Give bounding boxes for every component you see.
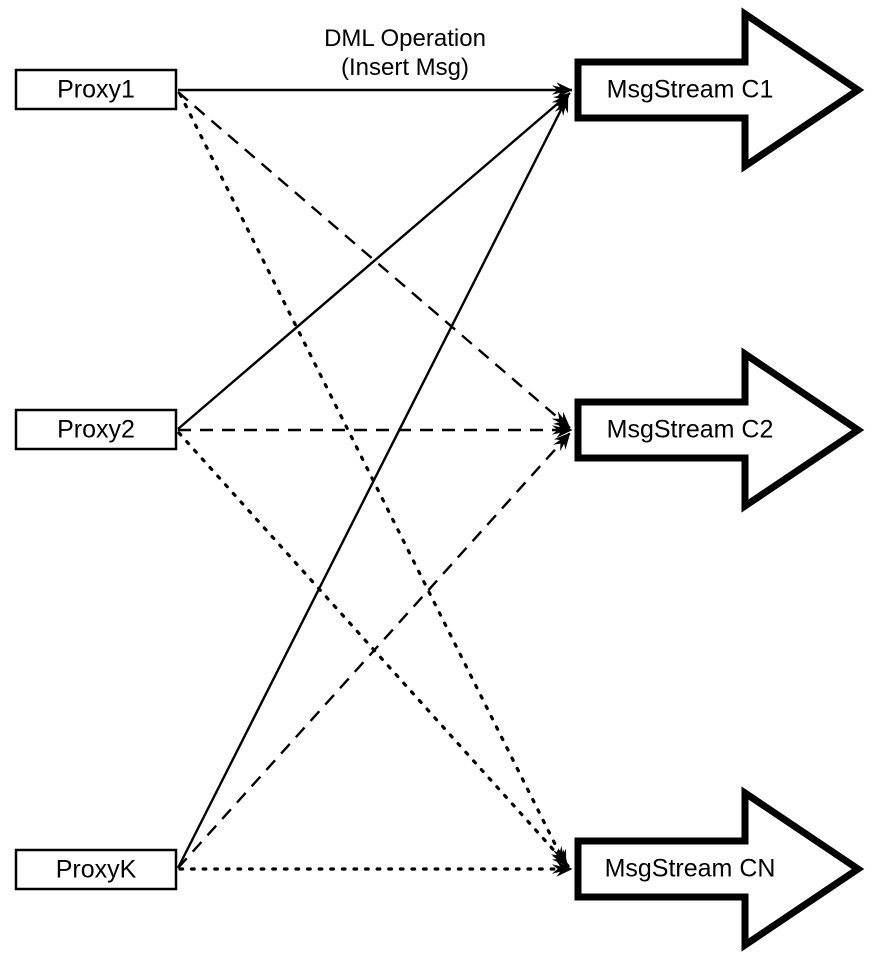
connector-proxy2-to-c1 bbox=[177, 92, 571, 430]
producer-node-proxy2[interactable]: Proxy2 bbox=[14, 408, 178, 451]
producer-node-proxy1[interactable]: Proxy1 bbox=[14, 68, 178, 111]
cn-label: MsgStream CN bbox=[605, 855, 776, 883]
stream-node-cn[interactable]: MsgStream CN bbox=[574, 786, 865, 952]
producer-node-proxyk[interactable]: ProxyK bbox=[14, 848, 178, 891]
connector-proxyk-to-c1 bbox=[176, 95, 570, 869]
connector-proxyk-to-c2 bbox=[177, 432, 571, 869]
edge-label-line1: DML Operation bbox=[324, 25, 486, 52]
proxyk-label: ProxyK bbox=[56, 856, 137, 884]
stream-node-c1[interactable]: MsgStream C1 bbox=[574, 7, 865, 173]
proxy1-label: Proxy1 bbox=[57, 76, 135, 104]
c1-block-arrow-shape[interactable] bbox=[574, 7, 865, 173]
connector-group bbox=[176, 82, 574, 877]
proxy2-box[interactable] bbox=[14, 408, 178, 451]
edge-label-dml-operation: DML Operation (Insert Msg) bbox=[324, 25, 486, 81]
cn-block-arrow-shape[interactable] bbox=[574, 786, 865, 952]
stream-node-c2[interactable]: MsgStream C2 bbox=[574, 347, 865, 513]
edge-label-line2: (Insert Msg) bbox=[341, 54, 469, 81]
proxy1-box[interactable] bbox=[14, 68, 178, 111]
c2-block-arrow-shape[interactable] bbox=[574, 347, 865, 513]
proxyk-box[interactable] bbox=[14, 848, 178, 891]
proxy2-label: Proxy2 bbox=[57, 416, 135, 444]
connector-proxy1-to-c2 bbox=[177, 91, 571, 429]
c1-label: MsgStream C1 bbox=[607, 76, 774, 104]
c2-label: MsgStream C2 bbox=[607, 416, 774, 444]
